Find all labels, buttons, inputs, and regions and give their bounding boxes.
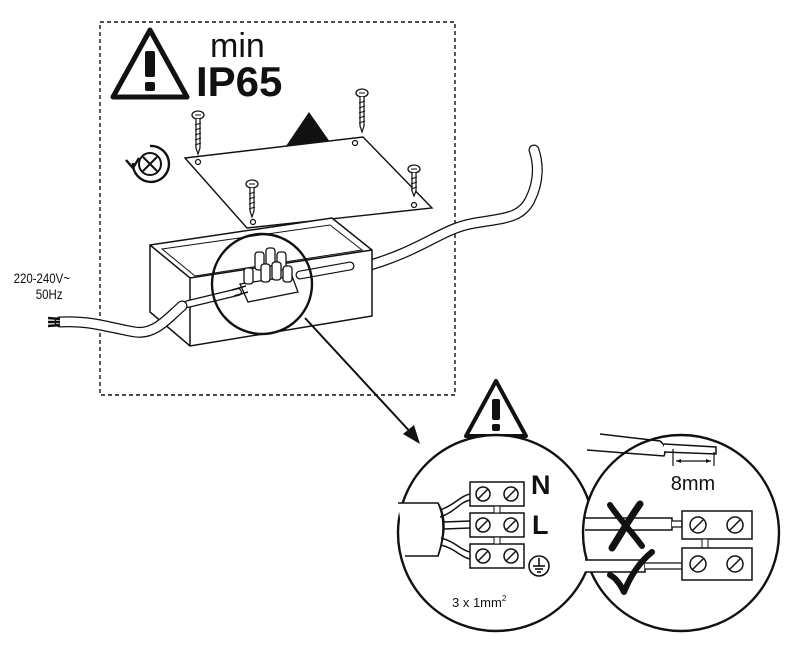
ip-rating-label: IP65 bbox=[196, 58, 282, 105]
stripped-wire-top bbox=[586, 433, 717, 466]
warning-triangle-icon bbox=[110, 27, 190, 100]
cable-spec-label: 3 x 1mm2 bbox=[452, 594, 507, 610]
magnifier-circle bbox=[210, 232, 314, 336]
cross-mark-icon bbox=[607, 500, 645, 552]
wrong-connection bbox=[585, 510, 753, 540]
strip-length-label: 8mm bbox=[671, 473, 715, 495]
wires bbox=[439, 493, 471, 560]
cover-plate bbox=[183, 136, 434, 229]
strip-detail-circle bbox=[581, 433, 781, 633]
min-label: min bbox=[210, 27, 265, 65]
installation-area-frame bbox=[99, 21, 456, 396]
correct-connection bbox=[585, 538, 753, 581]
rotate-screw-icon bbox=[125, 144, 171, 184]
terminal-block bbox=[469, 481, 525, 569]
voltage-label: 220-240V~ bbox=[14, 270, 70, 286]
check-mark-icon bbox=[607, 549, 655, 595]
screw bbox=[355, 88, 369, 134]
cable-sheath bbox=[398, 502, 445, 557]
frequency-label: 50Hz bbox=[36, 286, 63, 302]
warning-triangle-icon bbox=[464, 379, 528, 438]
terminal-connector bbox=[231, 247, 299, 303]
detail-pointer-line bbox=[304, 317, 415, 437]
detail-pointer-arrowhead bbox=[403, 425, 420, 444]
screw bbox=[245, 179, 259, 219]
neutral-label: N bbox=[531, 470, 551, 500]
cable-spec-superscript: 2 bbox=[502, 594, 507, 603]
earth-ground-icon bbox=[528, 555, 550, 577]
mains-wire-ends bbox=[47, 316, 61, 328]
live-label: L bbox=[532, 510, 549, 540]
screw bbox=[191, 110, 205, 156]
screw bbox=[407, 164, 421, 198]
